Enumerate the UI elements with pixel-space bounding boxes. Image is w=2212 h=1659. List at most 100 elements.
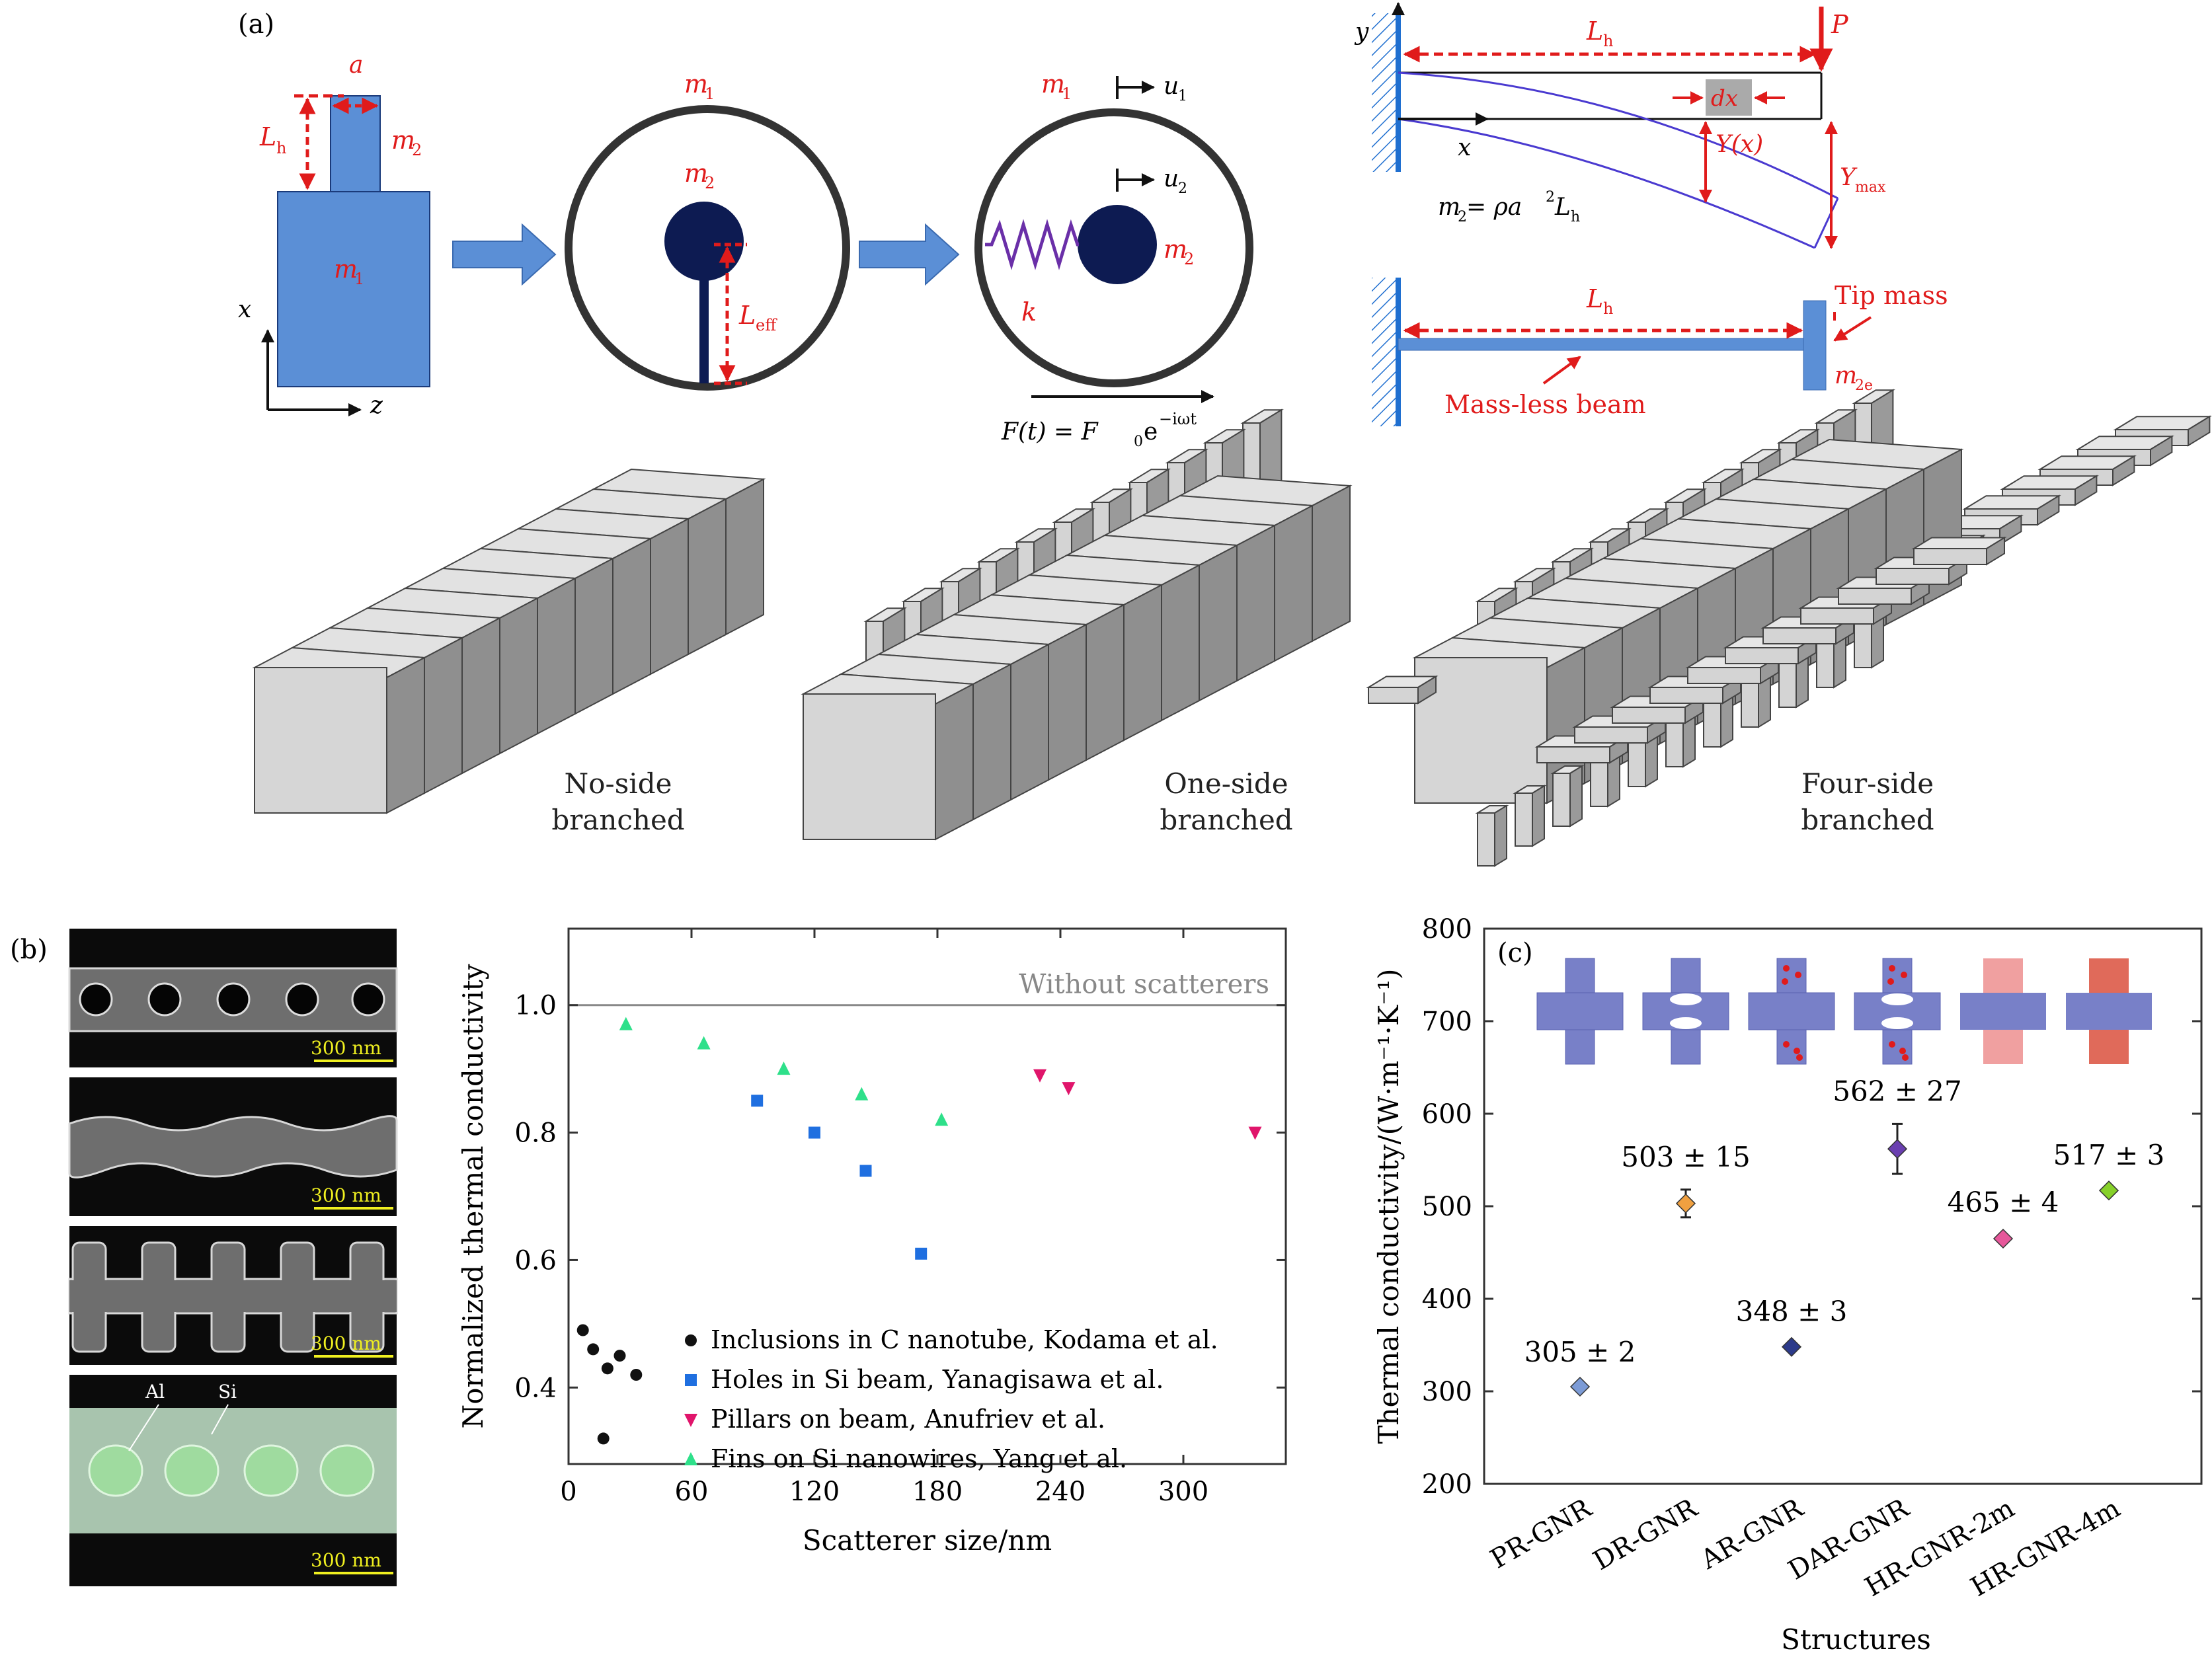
c2-y-tick-label: 400: [1422, 1284, 1472, 1315]
circle1-m1: m: [684, 69, 708, 98]
data-point-s1-3: [915, 1247, 928, 1260]
label-leff-sub: eff: [756, 316, 777, 334]
data-point-s2-0: [1033, 1069, 1047, 1083]
beam-force-p: P: [1831, 10, 1849, 39]
data-point-s1-0: [751, 1095, 764, 1107]
chart1-frame: [567, 927, 1287, 1465]
legend-entry-2: Pillars on beam, Anufriev et al.: [711, 1405, 1105, 1434]
beam-yx: Y(x): [1716, 131, 1763, 158]
sem-label-al: Al: [145, 1381, 165, 1403]
wire-no-side-seg-6: [612, 537, 651, 695]
axis-z-label: z: [370, 392, 383, 419]
data-point-0: [1569, 1376, 1591, 1397]
data-point-s3-1: [697, 1036, 711, 1050]
circle2-m1-sub: 1: [1062, 85, 1072, 103]
beam-lh: L: [1586, 17, 1603, 46]
legend-marker-0: [685, 1334, 697, 1346]
circle1-m2: m: [684, 159, 708, 188]
data-point-s2-2: [1248, 1126, 1262, 1140]
gnr-icon-horz-0: [1536, 992, 1624, 1030]
beam-dx: dx: [1711, 85, 1738, 112]
wire-no-side-seg-9: [725, 478, 764, 636]
legend-entry-1: Holes in Si beam, Yanagisawa et al.: [711, 1365, 1164, 1394]
wire-one-side-seg-4: [1086, 603, 1125, 761]
data-point-s0-0: [576, 1324, 589, 1336]
circle2-m1: m: [1041, 69, 1065, 98]
gnr-icon-dot-3-0: [1889, 965, 1895, 972]
beam-mass-eq-lsub: h: [1571, 209, 1580, 225]
data-label-1: 503 ± 15: [1621, 1141, 1751, 1173]
legend-marker-3: [684, 1452, 697, 1465]
wire-no-side-seg-4: [537, 577, 576, 735]
structure-1-line1: One-side: [1164, 767, 1288, 800]
axis-x-label: x: [238, 296, 251, 323]
x-axis-label: Scatterer size/nm: [803, 1524, 1052, 1557]
wire-one-side-seg-10: [1312, 484, 1351, 642]
x-tick-label: 300: [1158, 1477, 1208, 1507]
fin4-bottom-1-side: [1532, 785, 1545, 847]
label-m1: m: [334, 254, 358, 284]
structure-1-line2: branched: [1160, 804, 1292, 836]
data-point-s1-1: [809, 1126, 820, 1139]
data-point-s3-4: [935, 1112, 949, 1126]
cantilever-beam-diagram: y x L h P dx Y(x) Y max m 2 = ρa 2 L h: [1354, 2, 1886, 249]
legend-marker-2: [684, 1414, 697, 1427]
data-label-3: 562 ± 27: [1833, 1075, 1962, 1107]
wire-no-side-seg-3: [499, 597, 538, 755]
gnr-icon-dot-2-3: [1794, 1048, 1800, 1054]
y-tick-label: 1.0: [514, 991, 557, 1021]
data-point-s1-2: [859, 1165, 872, 1177]
fin4-bottom-0-side: [1494, 804, 1507, 867]
data-point-s0-2: [601, 1362, 613, 1375]
label-u2: u: [1164, 165, 1179, 192]
y-tick-label: 0.4: [514, 1373, 557, 1403]
c2-y-tick-label: 300: [1422, 1377, 1472, 1407]
beam-mass-eq-sub: 2: [1458, 209, 1467, 225]
legend-marker-1: [685, 1374, 697, 1386]
gnr-structure-icons: [1536, 958, 2152, 1065]
c2-y-tick-label: 200: [1422, 1469, 1472, 1500]
gnr-icon-dot-3-1: [1901, 972, 1907, 978]
y-axis-label: Normalized thermal conductivity: [457, 964, 489, 1428]
fin4-front-8-front: [1838, 588, 1912, 605]
arrow-right-2: [859, 223, 960, 286]
c2-y-tick-label: 500: [1422, 1192, 1472, 1222]
fin4-front-5-front: [1725, 647, 1799, 664]
label-u1-sub: 1: [1178, 88, 1187, 104]
wire-one-side-seg-5: [1123, 584, 1162, 742]
c2-y-tick-label: 800: [1422, 914, 1472, 945]
massless-beam-label: Mass-less beam: [1444, 390, 1646, 419]
y-tick-label: 0.6: [514, 1245, 557, 1276]
data-point-5: [2098, 1180, 2119, 1201]
circle2-m2: m: [1164, 235, 1187, 264]
arrow-right-1: [452, 223, 557, 286]
reference-line-label: Without scatterers: [1019, 970, 1269, 1000]
label-m2-sub: 2: [412, 141, 422, 159]
data-point-3: [1887, 1139, 1908, 1159]
wire-one-side-seg-7: [1199, 544, 1238, 702]
structure-2-line1: Four-side: [1801, 767, 1934, 800]
fin4-front-3-front: [1649, 687, 1723, 704]
label-m1-sub: 1: [354, 270, 364, 288]
sem-scale-2: 300 nm: [311, 1184, 381, 1206]
legend-entry-0: Inclusions in C nanotube, Kodama et al.: [711, 1325, 1218, 1354]
wire-no-side-seg-8: [688, 498, 727, 656]
label-leff: L: [738, 301, 756, 330]
gnr-icon-horz-2: [1748, 992, 1835, 1030]
data-point-s0-1: [587, 1343, 600, 1356]
wire-no-side-seg-0: [386, 656, 425, 814]
wire-no-side-front: [254, 667, 387, 814]
label-k: k: [1021, 297, 1037, 327]
label-u2-sub: 2: [1178, 180, 1187, 197]
data-point-s0-5: [630, 1369, 643, 1381]
data-point-1: [1675, 1193, 1696, 1214]
panel-a-label: (a): [238, 9, 274, 40]
gnr-icon-dot-2-4: [1783, 1041, 1790, 1048]
sem3-beam-fill: [69, 1280, 397, 1312]
structure-0-line1: No-side: [565, 767, 672, 800]
gnr-icon-hole-a-1: [1670, 993, 1702, 1005]
category-label-1: DR-GNR: [1588, 1492, 1703, 1576]
